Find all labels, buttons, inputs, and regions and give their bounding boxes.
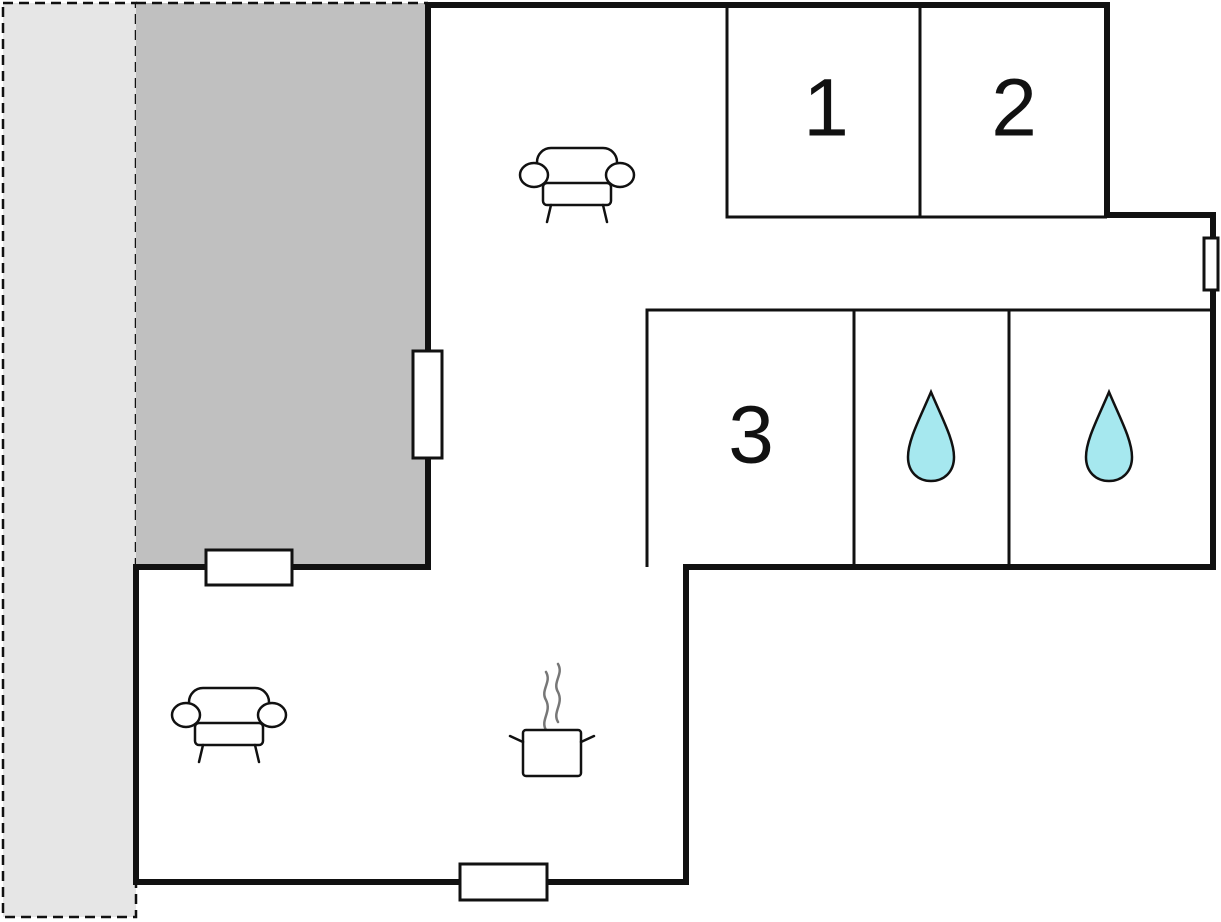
water-drop-icon bbox=[906, 388, 956, 483]
cooking-pot-icon bbox=[508, 662, 596, 778]
armchair-icon bbox=[170, 686, 288, 764]
armchair-icon bbox=[518, 146, 636, 224]
room-number-3: 3 bbox=[728, 390, 774, 481]
room-number-1: 1 bbox=[803, 63, 849, 154]
window-bottom bbox=[458, 862, 549, 902]
window-terrace-horizontal bbox=[204, 548, 294, 587]
window-right bbox=[1202, 236, 1220, 292]
outer-wall-left bbox=[133, 2, 1216, 885]
room-number-2: 2 bbox=[991, 63, 1037, 154]
window-terrace-vertical bbox=[411, 349, 444, 460]
bedroom-1-wall bbox=[725, 5, 1107, 219]
exterior-strip bbox=[1, 1, 138, 919]
lower-block-wall bbox=[645, 308, 1213, 567]
terrace-area bbox=[136, 3, 428, 567]
water-drop-icon bbox=[1084, 388, 1134, 483]
